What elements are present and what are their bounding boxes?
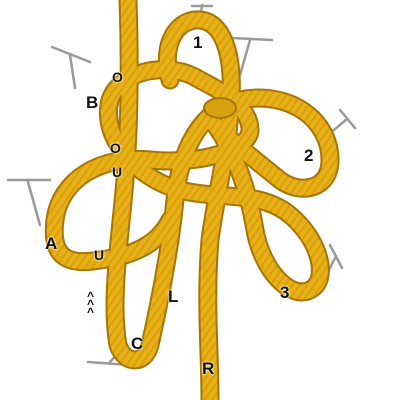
end-right-label: R [202, 359, 215, 378]
arrow-up-icon: ^ [87, 297, 95, 311]
pin-left [6, 178, 52, 227]
point-a-label: A [45, 234, 58, 253]
arrow-up-icon: ^ [87, 305, 95, 319]
loop-1-label: 1 [193, 33, 203, 52]
under-left-label: U [94, 247, 105, 263]
arrow-up-icon: ^ [87, 289, 95, 303]
over-top-label: O [112, 69, 123, 85]
point-b-label: B [86, 93, 99, 112]
pin-left-top [50, 45, 92, 90]
direction-arrows: ^ ^ ^ [87, 289, 95, 319]
loop-3-label: 3 [280, 283, 290, 302]
cord [44, 0, 340, 400]
over-mid-label: O [110, 140, 121, 156]
pin-top-right [230, 36, 274, 77]
point-c-label: C [131, 334, 144, 353]
under-mid-label: U [112, 164, 123, 180]
end-left-label: L [168, 287, 179, 306]
loop-2-label: 2 [304, 146, 314, 165]
